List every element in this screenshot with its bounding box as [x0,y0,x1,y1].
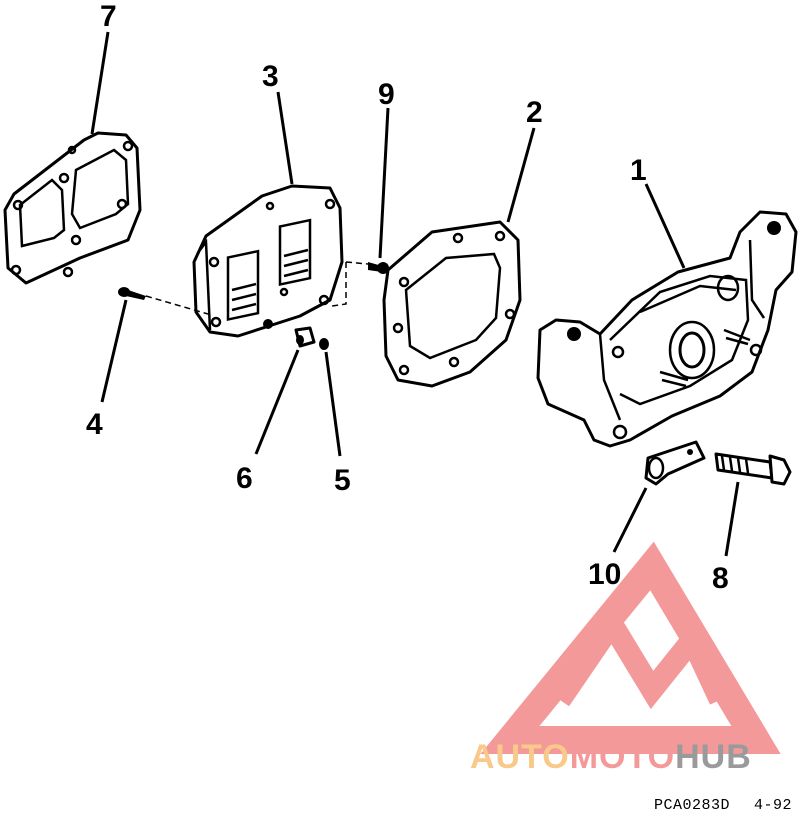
part-10-clip [644,440,706,486]
callout-7: 7 [100,0,117,33]
callout-6: 6 [236,462,253,495]
callout-8: 8 [712,562,729,595]
callout-10: 10 [588,558,621,591]
part-3-reed-plate [192,184,344,338]
watermark-auto: AUTO [470,738,570,776]
callout-3: 3 [262,60,279,93]
figure-code: PCA0283D [653,797,730,814]
part-9-screw [368,262,389,274]
figure-footer: PCA0283D 4-92 [654,797,792,814]
watermark-hub: HUB [675,738,752,776]
part-5-nut [319,338,329,350]
callout-9: 9 [378,78,395,111]
callout-2: 2 [526,96,543,129]
callout-labels: 7 3 9 2 1 4 6 5 10 8 [86,0,729,595]
part-7-gasket [3,131,142,285]
watermark-logo: AUTOMOTOHUB [470,541,781,776]
figure-date: 4-92 [753,797,792,814]
alignment-lines [145,261,369,315]
callout-5: 5 [334,464,351,497]
part-1-manifold [536,210,798,448]
watermark-text: AUTOMOTOHUB [470,738,752,776]
callout-4: 4 [86,408,103,441]
watermark-moto: MOTO [570,738,675,776]
watermark-m-shape [550,603,730,710]
leader-lines [90,31,740,557]
part-4-screw [118,287,146,300]
callout-1: 1 [630,154,647,187]
part-6-spacer [294,326,316,348]
part-8-bolt [714,452,792,486]
part-2-gasket [382,220,522,388]
